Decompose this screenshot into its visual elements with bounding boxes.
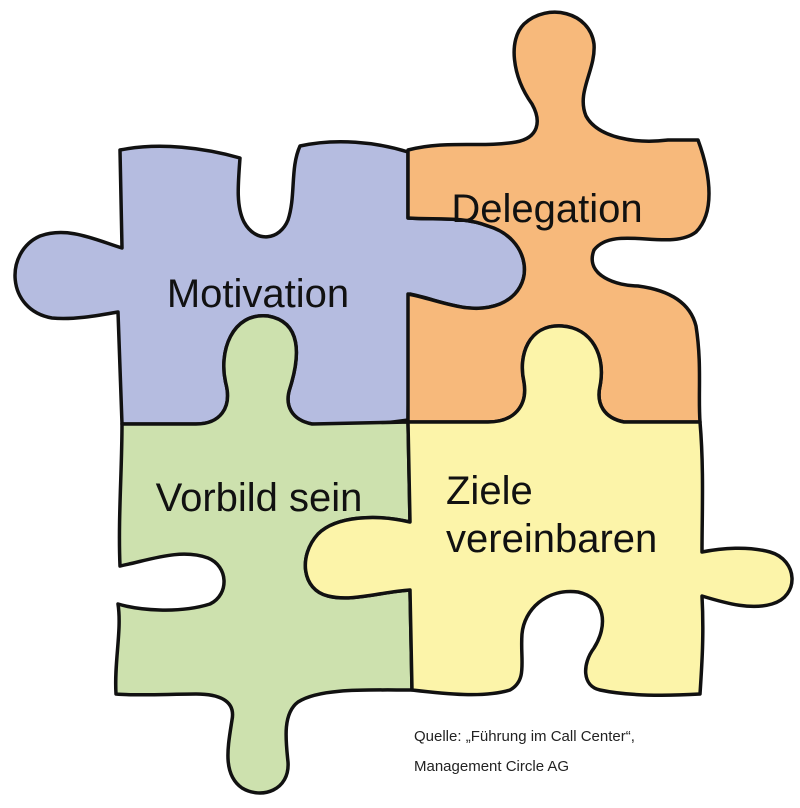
- source-line-2: Management Circle AG: [414, 758, 570, 775]
- piece-label-motivation: Motivation: [167, 272, 349, 316]
- puzzle-piece-delegation: Delegation: [406, 10, 711, 424]
- puzzle-piece-vorbild-shape: [113, 314, 414, 795]
- source-citation: Quelle: „Führung im Call Center“, Manage…: [414, 722, 635, 782]
- piece-label-vorbild: Vorbild sein: [156, 476, 363, 520]
- piece-label-delegation: Delegation: [451, 187, 642, 231]
- puzzle-piece-ziele-shape: [303, 324, 794, 697]
- piece-label-ziele-line2: vereinbaren: [446, 517, 657, 561]
- puzzle-piece-vorbild: Vorbild sein: [113, 314, 414, 795]
- puzzle-piece-ziele: Ziele vereinbaren: [303, 324, 794, 697]
- piece-label-ziele-line1: Ziele: [446, 469, 533, 513]
- puzzle-piece-delegation-shape: [406, 10, 711, 424]
- source-line-1: Quelle: „Führung im Call Center“,: [414, 728, 635, 745]
